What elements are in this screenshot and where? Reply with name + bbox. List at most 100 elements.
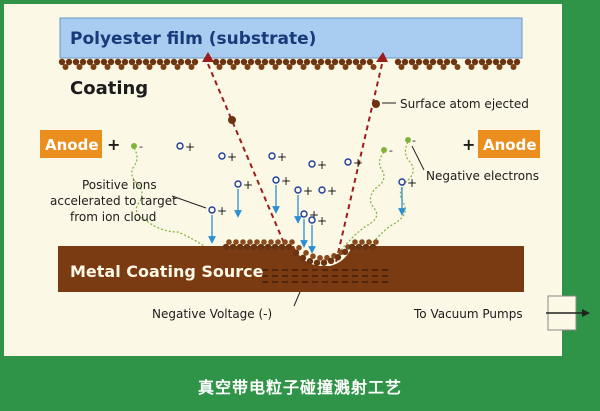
coating-atom: [156, 58, 164, 66]
ion-plus: +: [303, 184, 313, 198]
coating-atom: [118, 64, 125, 70]
source-atom: [226, 239, 232, 245]
figure-caption: 真空带电粒子碰撞溅射工艺: [197, 378, 402, 397]
ion: [398, 178, 406, 186]
coating-atom: [261, 58, 269, 66]
coating-atom: [443, 58, 451, 66]
coating-atom: [160, 64, 167, 70]
coating-atom: [65, 58, 73, 66]
source-atom: [327, 257, 335, 265]
coating-atom: [496, 64, 503, 70]
coating-atom: [240, 58, 248, 66]
positive-ions-label-2: accelerated to target: [50, 194, 177, 208]
coating-atom: [100, 58, 108, 66]
coating-atom: [107, 58, 115, 66]
coating-atom: [478, 58, 486, 66]
trajectory-right-head: [376, 52, 388, 62]
coating-atom: [146, 64, 153, 70]
source-atom: [222, 243, 230, 251]
surface-atom-label: Surface atom ejected: [400, 97, 529, 111]
coating-atom: [352, 58, 360, 66]
ion: [176, 142, 184, 150]
coating-atom: [177, 58, 185, 66]
coating-atom: [464, 58, 472, 66]
coating-atom: [426, 64, 433, 70]
coating-atom: [216, 64, 223, 70]
source-atom: [299, 254, 307, 262]
ion-plus: +: [281, 174, 291, 188]
coating-atom: [170, 58, 178, 66]
coating-atom: [482, 64, 489, 70]
coating-atom: [191, 58, 199, 66]
ion-plus: +: [317, 158, 327, 172]
positive-ions-group: +++++++++++++: [176, 140, 417, 254]
coating-atom: [359, 58, 367, 66]
electron-minus: -: [389, 144, 393, 157]
coating-layer: [58, 58, 521, 70]
coating-atom: [338, 58, 346, 66]
source-atom: [233, 239, 239, 245]
coating-atom: [394, 58, 402, 66]
ion: [294, 186, 302, 194]
ion: [208, 206, 216, 214]
electrons-leader: [411, 145, 425, 171]
negative-charge-lines: [262, 269, 392, 283]
coating-atom: [135, 58, 143, 66]
ion-plus: +: [227, 150, 237, 164]
coating-atom: [286, 64, 293, 70]
source-atom: [264, 243, 272, 251]
coating-atom: [275, 58, 283, 66]
voltage-leader: [293, 291, 301, 307]
ejected-atom: [228, 116, 236, 124]
ion-plus: +: [317, 214, 327, 228]
coating-atom: [86, 58, 94, 66]
anode-right-label: Anode: [483, 136, 537, 154]
coating-atom: [398, 64, 405, 70]
ion-plus: +: [277, 150, 287, 164]
source-atom: [366, 239, 372, 245]
positive-ions-label-1: Positive ions: [82, 178, 157, 192]
ion: [272, 176, 280, 184]
coating-atom: [356, 64, 363, 70]
source-atom: [268, 239, 274, 245]
ejected-atom: [372, 100, 380, 108]
trajectory-right: [335, 63, 383, 263]
coating-atom: [303, 58, 311, 66]
ion: [344, 158, 352, 166]
source-atom: [334, 254, 342, 261]
coating-atom: [454, 64, 461, 70]
coating-atom: [436, 58, 444, 66]
coating-atom: [58, 58, 66, 66]
coating-atom: [513, 58, 521, 66]
coating-atom: [184, 58, 192, 66]
coating-atom: [230, 64, 237, 70]
anode-right-plus: +: [462, 135, 475, 154]
coating-atom: [132, 64, 139, 70]
anode-left-label: Anode: [45, 136, 99, 154]
coating-atom: [366, 58, 374, 66]
electron: [131, 143, 137, 149]
coating-atom: [268, 58, 276, 66]
coating-atom: [412, 64, 419, 70]
coating-atom: [415, 58, 423, 66]
source-atom: [236, 243, 244, 251]
ion-plus: +: [407, 176, 417, 190]
positive-ions-label-3: from ion cloud: [70, 210, 156, 224]
coating-atom: [450, 58, 458, 66]
negative-voltage-label: Negative Voltage (-): [152, 307, 272, 321]
electron-path-right-2: [369, 141, 414, 247]
coating-label: Coating: [70, 78, 148, 99]
ion-plus: +: [309, 208, 319, 222]
ion-plus: +: [327, 184, 337, 198]
coating-atom: [93, 58, 101, 66]
electron: [405, 137, 411, 143]
source-atom: [373, 239, 379, 245]
coating-atom: [510, 64, 517, 70]
coating-atom: [79, 58, 87, 66]
source-atom: [257, 243, 265, 251]
coating-atom: [471, 58, 479, 66]
metal-source: [58, 246, 524, 292]
vacuum-arrow-head: [582, 309, 590, 317]
